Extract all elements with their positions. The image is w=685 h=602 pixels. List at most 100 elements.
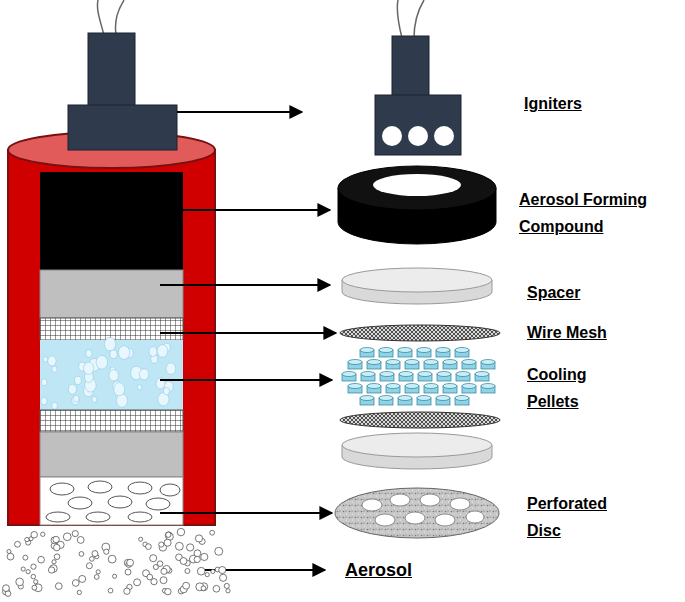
particle (23, 555, 28, 560)
particle (77, 590, 81, 594)
particle (16, 578, 24, 586)
particle (79, 552, 84, 557)
particle (3, 585, 10, 592)
part-label: Spacer (527, 279, 580, 306)
spacer-disc (342, 268, 492, 304)
bubble (166, 363, 176, 375)
pellet (348, 360, 362, 370)
particle (164, 539, 171, 546)
particle (54, 544, 60, 550)
pellet (418, 372, 432, 382)
pellet (386, 360, 400, 370)
particle (104, 549, 109, 554)
bubble (114, 383, 125, 396)
particle (96, 570, 100, 574)
particle (194, 556, 200, 562)
particle (48, 567, 54, 573)
particle (146, 544, 152, 550)
pellet (455, 348, 469, 358)
particle (165, 588, 171, 594)
particle (220, 574, 227, 581)
bubble (86, 350, 92, 358)
bubble (52, 402, 58, 409)
particle (147, 574, 153, 580)
particle (160, 577, 167, 584)
particle (113, 574, 117, 578)
pellet (424, 384, 438, 394)
particle (183, 582, 190, 589)
pellet (399, 372, 413, 382)
pellet (360, 348, 374, 358)
bubble (137, 385, 141, 390)
particle (26, 570, 30, 574)
particle (180, 558, 187, 565)
particle (72, 531, 78, 537)
cooling-pellets (342, 348, 495, 406)
bubble (118, 346, 129, 360)
pellet (417, 348, 431, 358)
pellet (386, 384, 400, 394)
particle (157, 561, 163, 567)
bubble (68, 384, 76, 394)
bubble (109, 370, 119, 381)
pellet (361, 372, 375, 382)
generator-housing (8, 132, 215, 525)
particle (187, 544, 194, 551)
bubble (48, 356, 56, 366)
particle (34, 580, 38, 584)
particle (166, 532, 171, 537)
compound-ring (338, 166, 496, 244)
particle (195, 535, 202, 542)
bubble (149, 347, 157, 357)
particle (219, 566, 226, 573)
coolant-bubbles (41, 337, 176, 409)
bubble (52, 366, 57, 372)
bubble (157, 345, 168, 358)
pellet (348, 384, 362, 394)
part-label: Cooling Pellets (527, 361, 619, 415)
pellet (367, 360, 381, 370)
part-label: Perforated Disc (527, 490, 629, 544)
particle (86, 563, 92, 569)
particle (177, 528, 184, 535)
particle (54, 554, 60, 560)
igniter-exploded (375, 0, 461, 155)
pellet (342, 372, 356, 382)
pellet (443, 360, 457, 370)
part-label: Wire Mesh (527, 319, 607, 346)
particle (31, 574, 36, 579)
leader-arrows (160, 112, 336, 570)
part-label: Aerosol Forming Compound (519, 186, 681, 240)
bubble (72, 396, 80, 405)
particle (175, 542, 183, 550)
pellet (405, 384, 419, 394)
bubble (92, 396, 97, 402)
pellet (443, 384, 457, 394)
bubble (83, 362, 93, 374)
pellet (367, 384, 381, 394)
pellet (398, 396, 412, 406)
particle (55, 583, 62, 590)
bubble (163, 387, 169, 394)
particle (79, 575, 86, 582)
part-label: Aerosol (345, 555, 412, 586)
particle (15, 541, 21, 547)
bubble (104, 337, 115, 351)
particle (32, 585, 37, 590)
pellet (456, 372, 470, 382)
pellet (455, 396, 469, 406)
particle (213, 585, 220, 592)
particle (197, 567, 205, 575)
particle (201, 553, 208, 560)
pellet (424, 360, 438, 370)
particle (25, 537, 29, 541)
particle (77, 537, 84, 544)
particle (31, 564, 36, 569)
pellet (437, 372, 451, 382)
wire-mesh-disc (340, 412, 500, 428)
bubble (73, 395, 79, 402)
particle (52, 560, 56, 564)
pellet (379, 348, 393, 358)
pellet (436, 396, 450, 406)
